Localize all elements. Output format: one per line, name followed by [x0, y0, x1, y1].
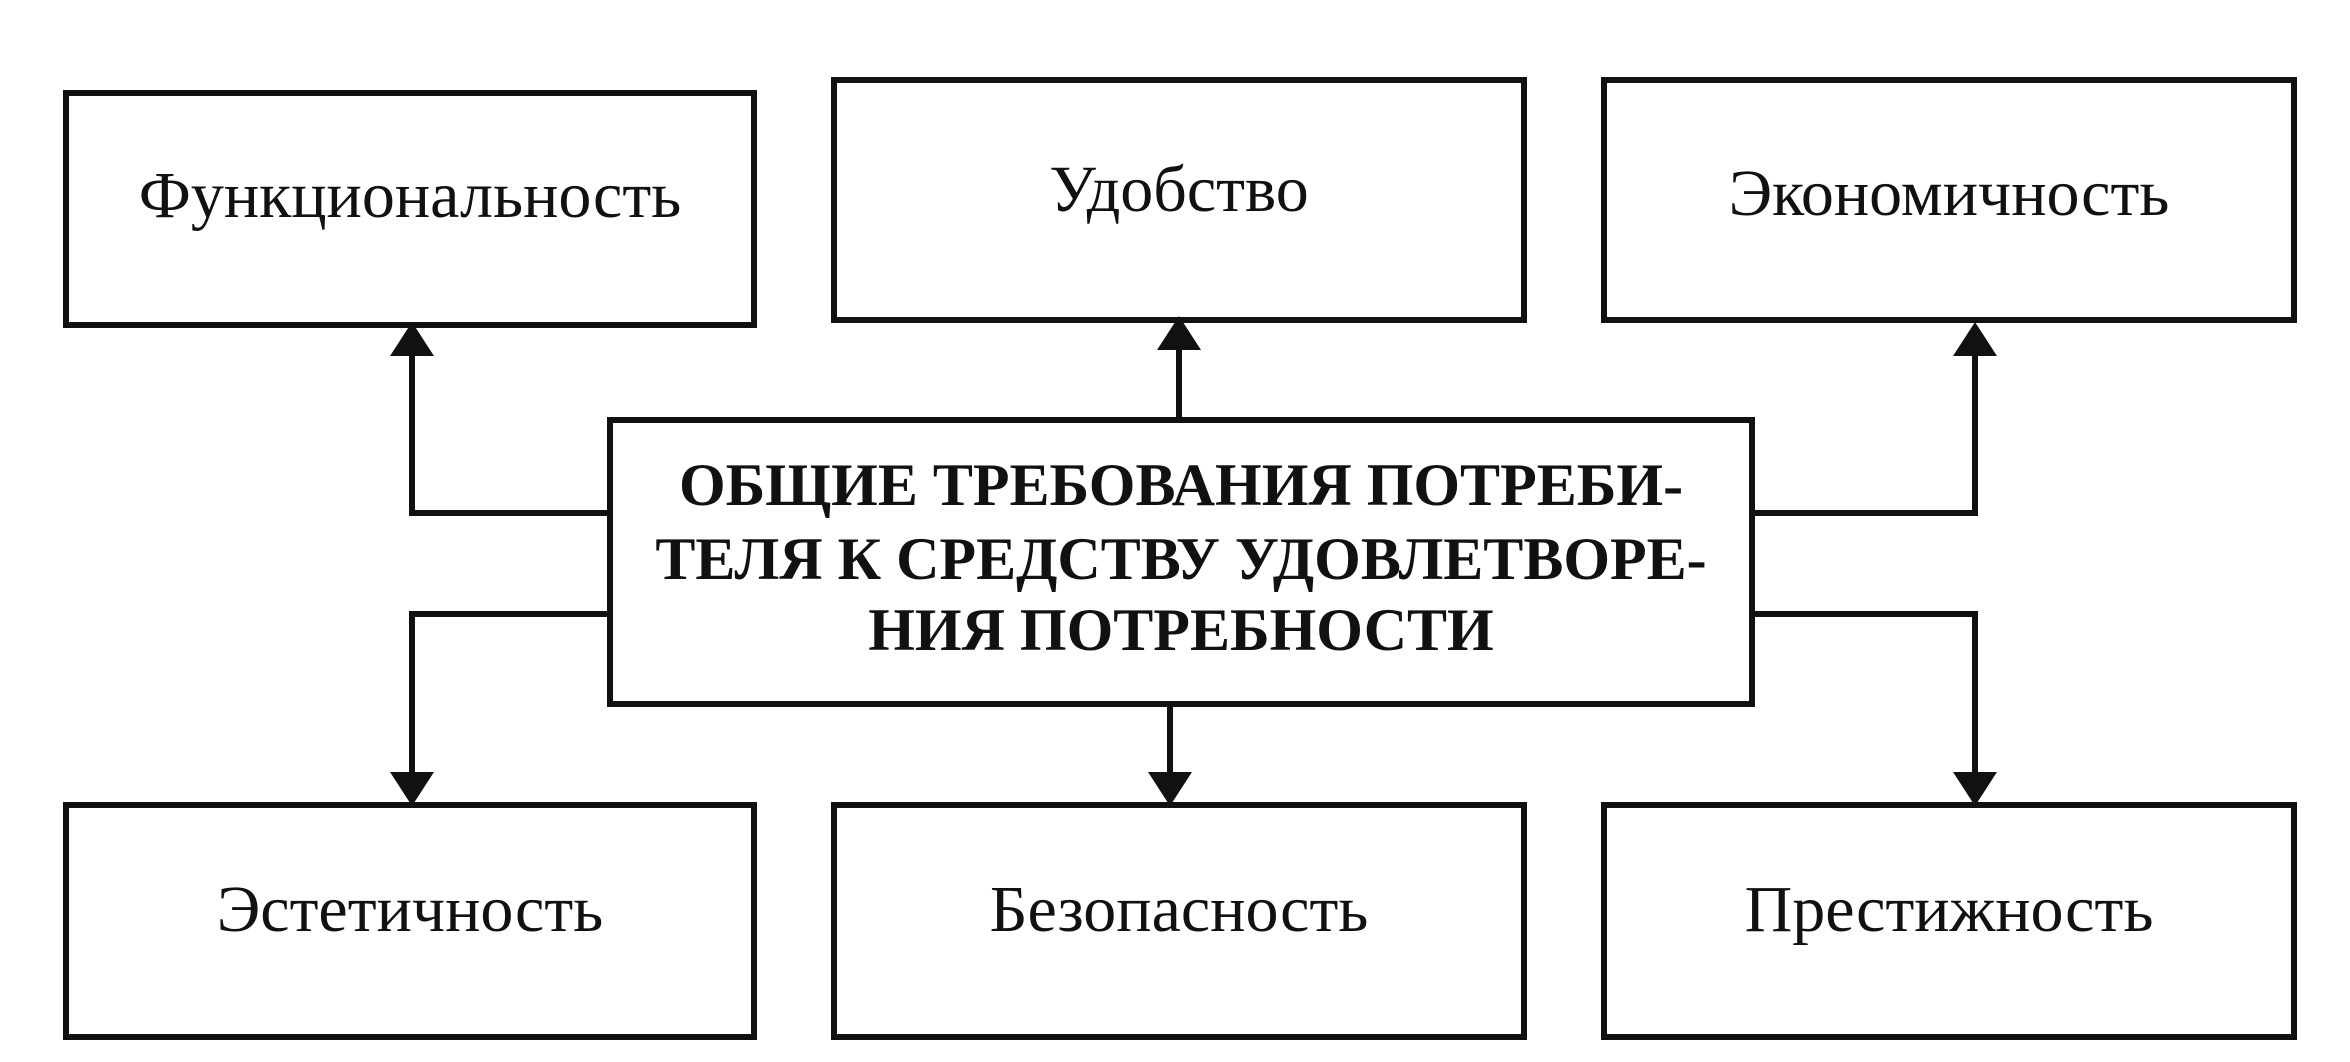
connector-to-prestige	[1752, 611, 1978, 776]
arrowhead-to-convenience	[1157, 316, 1201, 350]
box-convenience: Удобство	[831, 77, 1527, 323]
center-label-line-3: НИЯ ПОТРЕБНОСТИ	[868, 597, 1493, 663]
arrowhead-to-economy	[1953, 322, 1997, 356]
box-prestige-label: Престижность	[1745, 873, 2154, 946]
arrowhead-to-safety	[1148, 772, 1192, 806]
center-label-line-1: ОБЩИЕ ТРЕБОВАНИЯ ПОТРЕБИ-	[679, 452, 1683, 518]
box-aesthetics: Эстетичность	[63, 802, 757, 1040]
connector-to-aesthetics	[409, 611, 610, 776]
box-economy-label: Экономичность	[1729, 157, 2170, 230]
box-convenience-label: Удобство	[1049, 153, 1309, 226]
box-aesthetics-label: Эстетичность	[217, 873, 604, 946]
arrowhead-to-functionality	[390, 322, 434, 356]
box-functionality-label: Функциональность	[139, 159, 682, 232]
connector-to-economy	[1752, 352, 1978, 516]
box-safety: Безопасность	[831, 802, 1527, 1040]
center-label-line-2: ТЕЛЯ К СРЕДСТВУ УДОВЛЕТВОРЕ-	[655, 526, 1706, 592]
connector-to-functionality	[409, 352, 610, 516]
box-safety-label: Безопасность	[990, 873, 1369, 946]
box-economy: Экономичность	[1601, 77, 2297, 323]
arrowhead-to-aesthetics	[390, 772, 434, 806]
center-box: ОБЩИЕ ТРЕБОВАНИЯ ПОТРЕБИ- ТЕЛЯ К СРЕДСТВ…	[607, 417, 1755, 707]
box-prestige: Престижность	[1601, 802, 2297, 1040]
arrowhead-to-prestige	[1953, 772, 1997, 806]
box-functionality: Функциональность	[63, 90, 757, 328]
